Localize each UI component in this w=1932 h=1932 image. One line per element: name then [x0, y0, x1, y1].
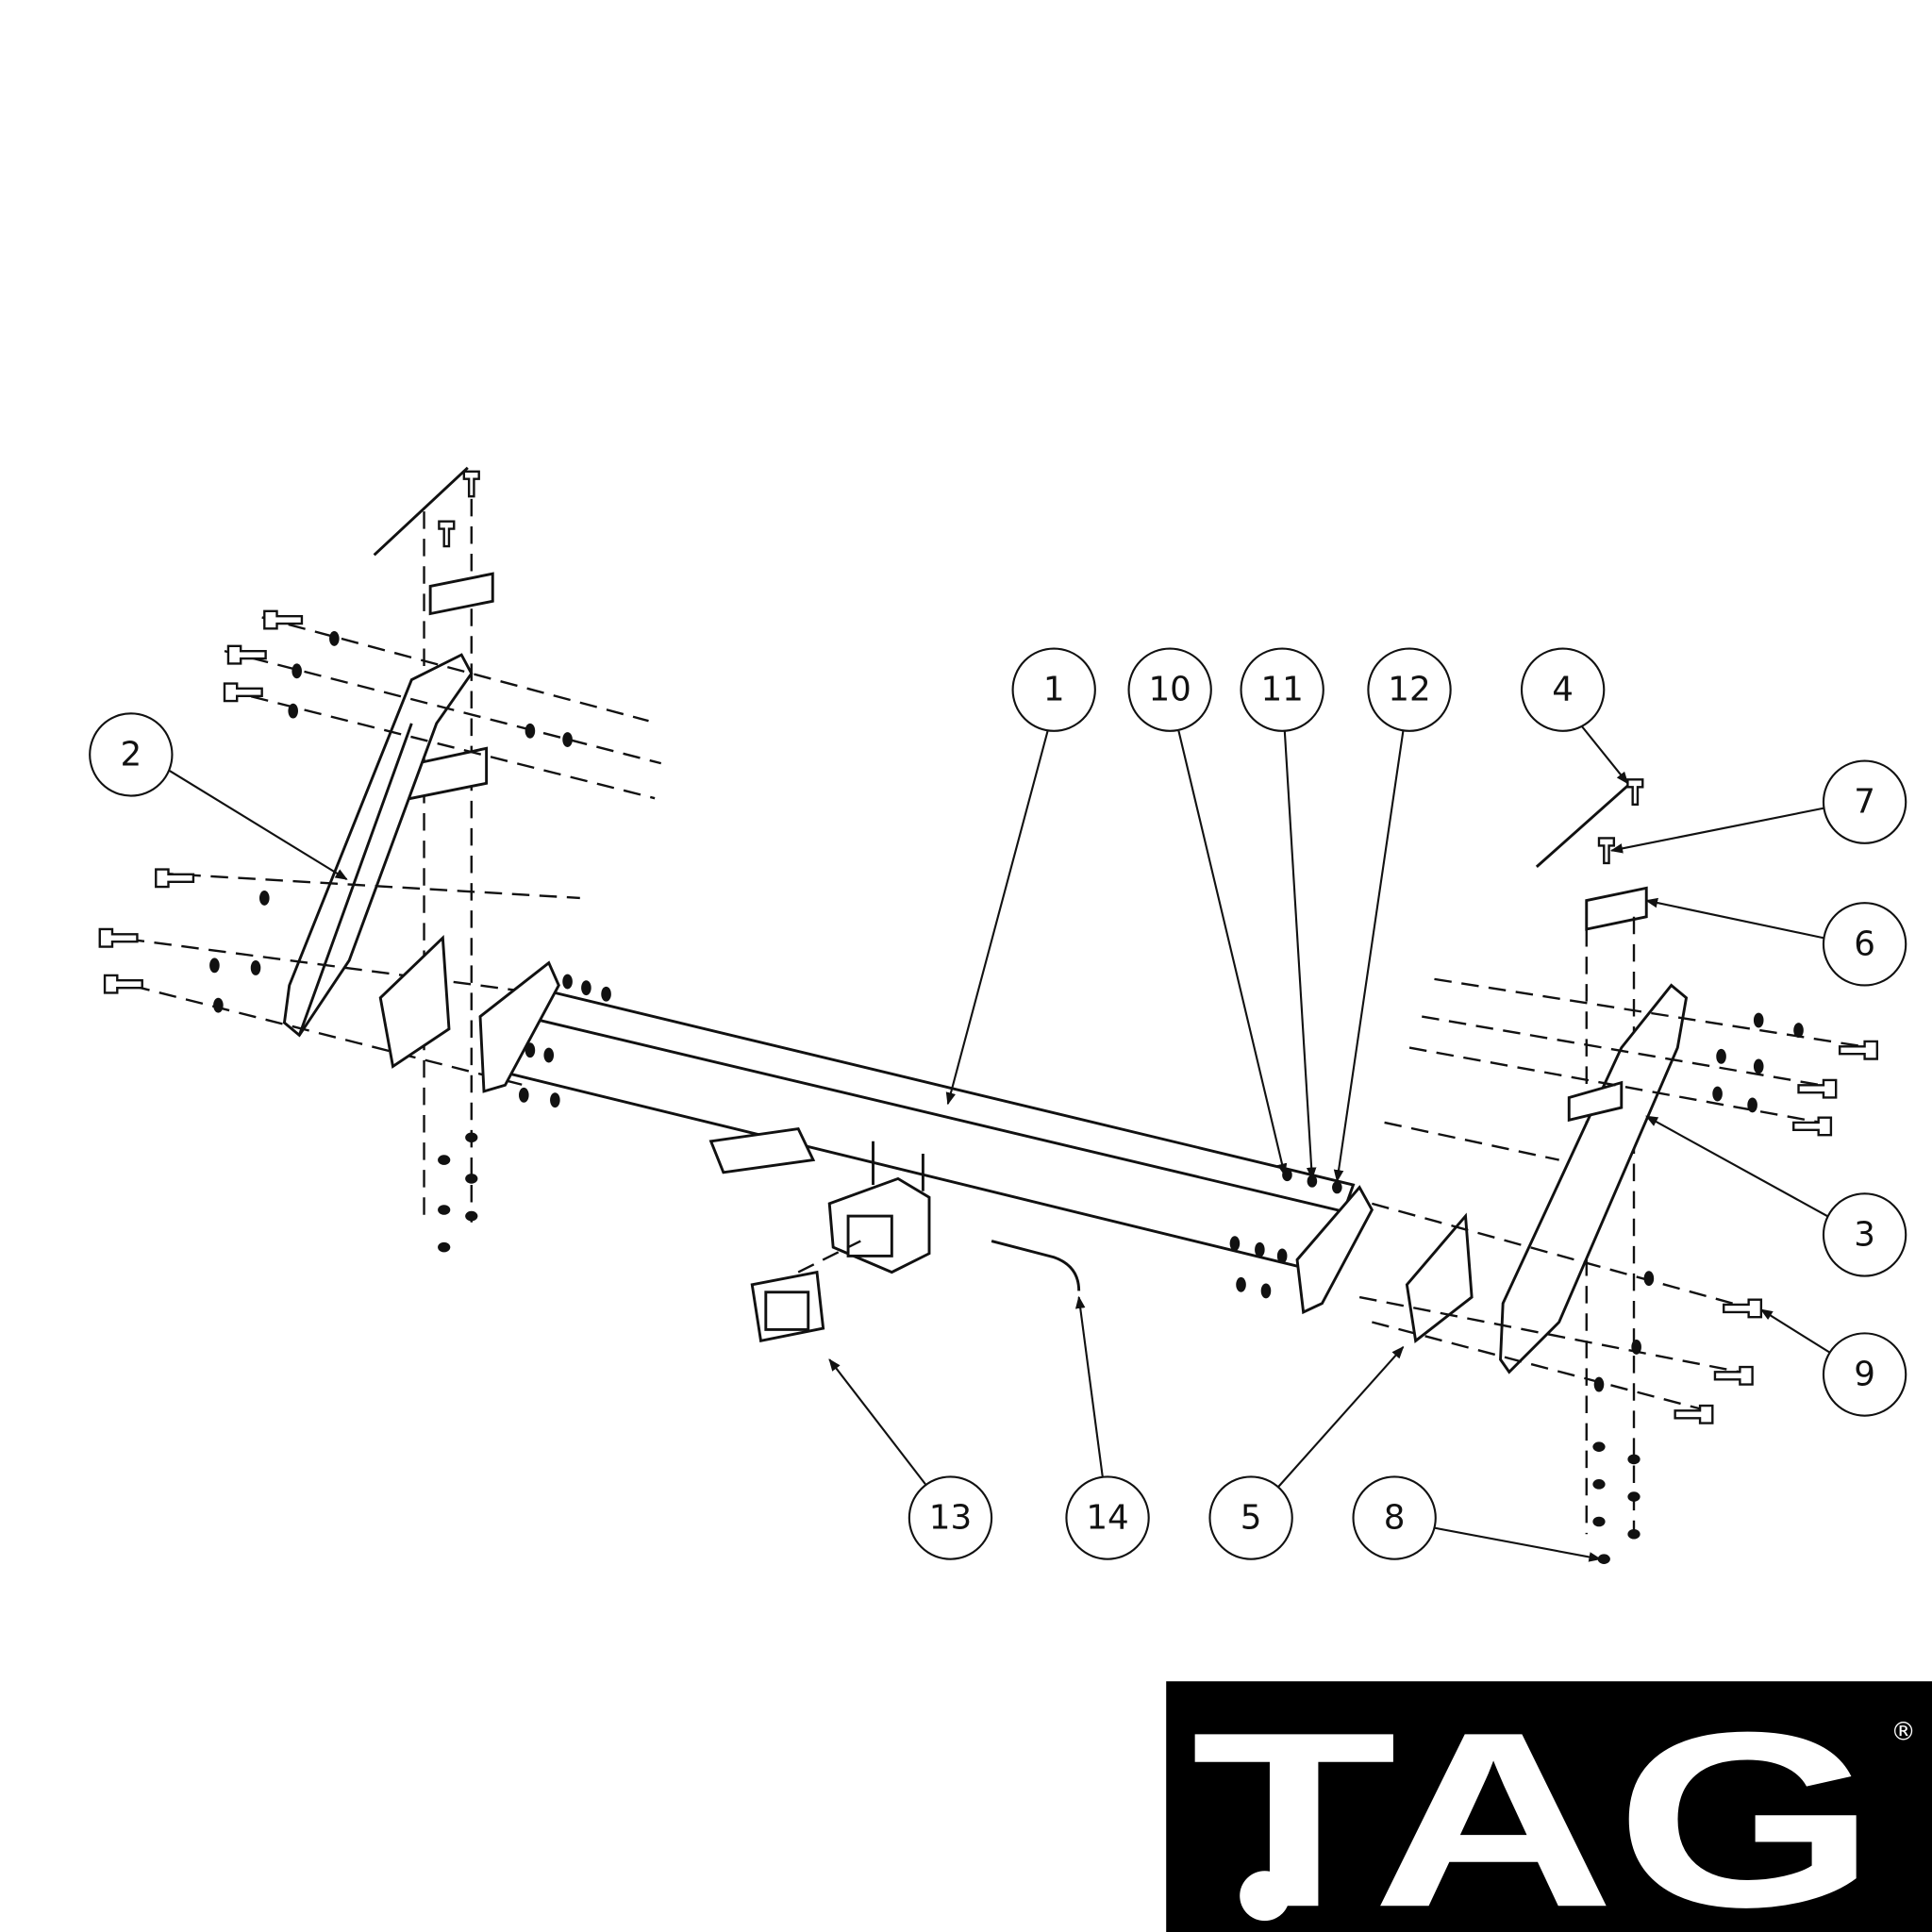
- bracket-2: [282, 653, 474, 1038]
- callout-label: 5: [1241, 1499, 1262, 1538]
- callout-12: 12: [1333, 647, 1452, 1183]
- callout-13: 13: [828, 1358, 993, 1560]
- callout-5: 5: [1208, 1345, 1405, 1560]
- beam-bolts: [519, 974, 1342, 1299]
- main-crossbar-1: [478, 960, 1374, 1343]
- callout-8: 8: [1352, 1475, 1602, 1562]
- callout-label: 4: [1552, 671, 1574, 709]
- right-bolts: [1592, 1012, 1879, 1564]
- callout-label: 12: [1388, 671, 1430, 709]
- callout-14: 14: [1065, 1295, 1150, 1560]
- callout-11: 11: [1240, 647, 1324, 1180]
- center-plate: [708, 1126, 816, 1174]
- callout-label: 11: [1260, 671, 1303, 709]
- spacer-plate-5-right: [1405, 1212, 1474, 1343]
- hitch-pin-14: [991, 1240, 1081, 1291]
- callout-label: 2: [120, 735, 142, 774]
- callouts: 1 10 11 12 4 7 6 2 3 9 13 14 5 8: [89, 647, 1907, 1562]
- callout-label: 1: [1043, 671, 1065, 709]
- bracket-3: [1499, 983, 1689, 1374]
- end-plate-right: [1295, 1185, 1374, 1315]
- callout-label: 14: [1086, 1499, 1128, 1538]
- callout-label: 10: [1148, 671, 1191, 709]
- callout-label: 13: [929, 1499, 972, 1538]
- left-bolts: [98, 609, 573, 1253]
- callout-label: 8: [1384, 1499, 1406, 1538]
- callout-label: 3: [1854, 1215, 1875, 1254]
- callout-2: 2: [89, 712, 348, 881]
- left-mounting-assembly: [98, 466, 662, 1253]
- callout-6: 6: [1644, 897, 1907, 987]
- right-mounting-assembly: [1358, 778, 1879, 1564]
- callout-10: 10: [1127, 647, 1288, 1176]
- end-plate-left: [478, 960, 560, 1093]
- callout-7: 7: [1609, 759, 1907, 854]
- callout-label: 9: [1854, 1356, 1875, 1394]
- spacer-plate-5-left: [378, 935, 451, 1069]
- callout-label: 7: [1854, 783, 1875, 822]
- registered-mark: ®: [1890, 1717, 1915, 1746]
- callout-1: 1: [945, 647, 1096, 1106]
- callout-3: 3: [1645, 1115, 1907, 1277]
- callout-label: 6: [1854, 924, 1875, 963]
- tag-logo: TAG ®: [1166, 1681, 1932, 1932]
- logo-text: TAG: [1191, 1681, 1877, 1932]
- callout-4: 4: [1520, 647, 1629, 785]
- callout-9: 9: [1759, 1308, 1907, 1417]
